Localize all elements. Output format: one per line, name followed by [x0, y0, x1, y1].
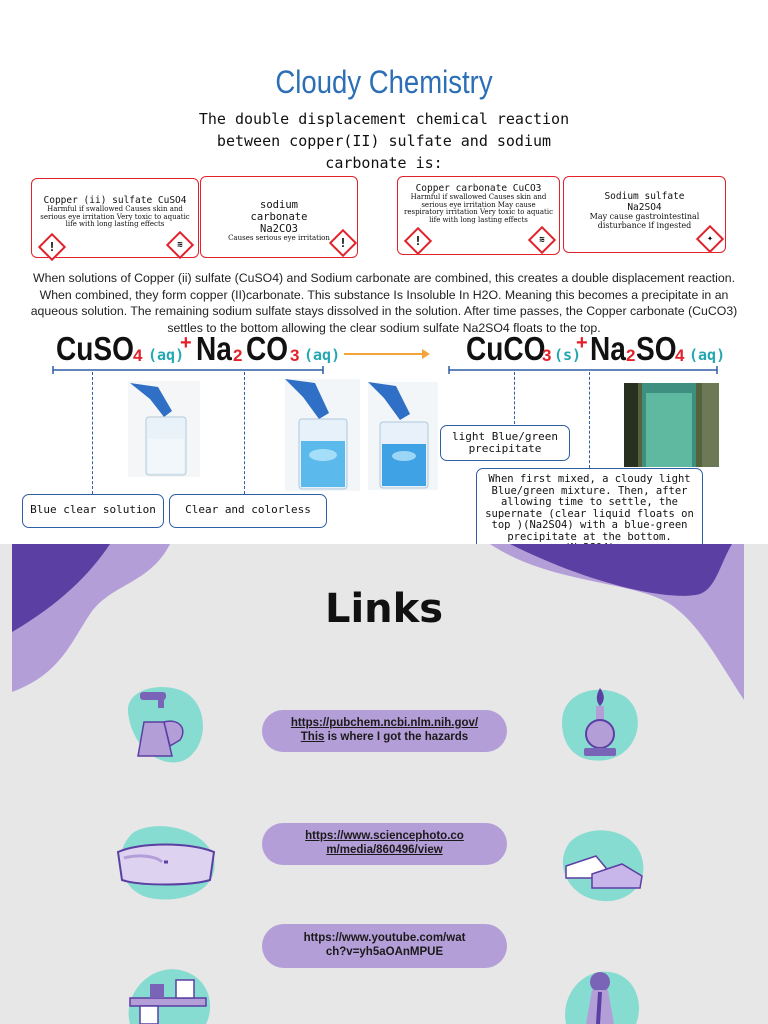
long-hair-tied-icon	[560, 964, 644, 1024]
connector-line	[514, 372, 515, 424]
subscript: 4	[133, 346, 143, 365]
subscript: 4	[675, 346, 685, 365]
handwashing-icon	[118, 682, 210, 764]
reactants: CuSO	[56, 330, 148, 368]
formula-cuco: CuCO	[466, 330, 546, 367]
card-hazards: Causes serious eye irritation	[228, 234, 330, 242]
label-clear-colorless: Clear and colorless	[169, 494, 327, 528]
card-chemical-name: sodium carbonate Na2CO3	[250, 199, 308, 235]
formula-so: SO	[636, 330, 677, 367]
hazard-card-copper-carbonate: Copper carbonate CuCO3 Harmful if swallo…	[397, 176, 560, 256]
formula-cuso: CuSO	[56, 330, 134, 367]
label-precipitate: light Blue/green precipitate	[440, 425, 570, 461]
state-aq: (aq)	[689, 346, 726, 364]
page-title: Cloudy Chemistry	[275, 64, 493, 100]
photo-blue-solution	[285, 379, 360, 491]
hazard-card-sodium-carbonate: sodium carbonate Na2CO3 Causes serious e…	[200, 176, 358, 258]
card-hazards: Harmful if swallowed Causes skin and ser…	[403, 193, 554, 224]
reaction-arrow-icon	[344, 349, 430, 359]
state-aq: (aq)	[148, 346, 185, 364]
links-heading: Links	[324, 586, 444, 632]
hazard-card-copper-sulfate: Copper (ii) sulfate CuSO4 Harmful if swa…	[31, 178, 199, 262]
link-sciencephoto[interactable]: https://www.sciencephoto.co m/media/8604…	[262, 823, 507, 865]
shoes-icon	[556, 822, 648, 906]
connector-line	[589, 372, 590, 468]
exclamation-hazard-icon: !	[403, 226, 433, 256]
subscript: 3	[542, 346, 552, 365]
photo-clear-solution	[368, 382, 438, 490]
link-url-continued[interactable]: m/media/860496/view	[326, 844, 443, 856]
link-url[interactable]: https://www.sciencephoto.co	[305, 830, 464, 842]
chemistry-slide: Cloudy Chemistry The double displacement…	[22, 64, 738, 544]
formula-co: CO	[246, 330, 289, 367]
state-solid: (s)	[554, 346, 582, 364]
lab-bench-icon	[120, 964, 214, 1024]
decorative-wave-left	[12, 544, 170, 692]
mixture-text: When first mixed, a cloudy light Blue/gr…	[485, 473, 694, 544]
plus-sign: +	[180, 332, 192, 354]
reaction-explanation: When solutions of Copper (ii) sulfate (C…	[30, 271, 738, 335]
plus-sign: +	[576, 332, 588, 354]
link-caption: This is where I got the hazards	[300, 731, 469, 743]
formula-na: Na	[590, 330, 626, 367]
safety-goggles-icon	[110, 822, 220, 904]
reactant-bracket	[52, 366, 324, 374]
link-url[interactable]: https://www.youtube.com/wat	[303, 932, 466, 944]
connector-line	[244, 372, 245, 494]
card-hazards: Harmful if swallowed Causes skin and ser…	[40, 205, 190, 228]
reaction-intro: The double displacement chemical reactio…	[198, 110, 570, 172]
card-chemical-name: Copper carbonate CuCO3	[415, 183, 542, 194]
link-url-continued[interactable]: ch?v=yh5aOAnMPUE	[325, 946, 444, 958]
link-pubchem[interactable]: https://pubchem.ncbi.nlm.nih.gov/ This i…	[262, 710, 507, 752]
label-blue-clear-solution: Blue clear solution	[22, 494, 164, 528]
product-bracket	[448, 366, 718, 374]
formula-na: Na	[196, 330, 232, 367]
hazard-card-sodium-sulfate: Sodium sulfate Na2SO4 May cause gastroin…	[563, 176, 726, 254]
label-mixture-description: When first mixed, a cloudy light Blue/gr…	[476, 468, 703, 544]
subscript: 2	[233, 346, 243, 365]
card-chemical-name: Copper (ii) sulfate CuSO4	[43, 195, 187, 206]
exclamation-hazard-icon: !	[37, 232, 67, 262]
subscript: 2	[626, 346, 636, 365]
link-youtube[interactable]: https://www.youtube.com/wat ch?v=yh5aOAn…	[262, 924, 507, 968]
decorative-wave-right	[490, 544, 768, 700]
subscript: 3	[290, 346, 300, 365]
bunsen-burner-icon	[558, 682, 644, 762]
photo-empty-beaker	[128, 381, 200, 477]
state-aq: (aq)	[304, 346, 341, 364]
card-hazards: May cause gastrointestinal disturbance i…	[589, 212, 700, 230]
link-url[interactable]: https://pubchem.ncbi.nlm.nih.gov/	[290, 717, 479, 729]
photo-precipitate-tube	[624, 383, 719, 467]
environment-hazard-icon: ≋	[527, 225, 557, 255]
environment-hazard-icon: ≋	[165, 230, 195, 260]
connector-line	[92, 372, 93, 494]
links-slide: Links	[0, 544, 768, 1024]
card-chemical-name: Sodium sulfate Na2SO4	[604, 191, 685, 213]
